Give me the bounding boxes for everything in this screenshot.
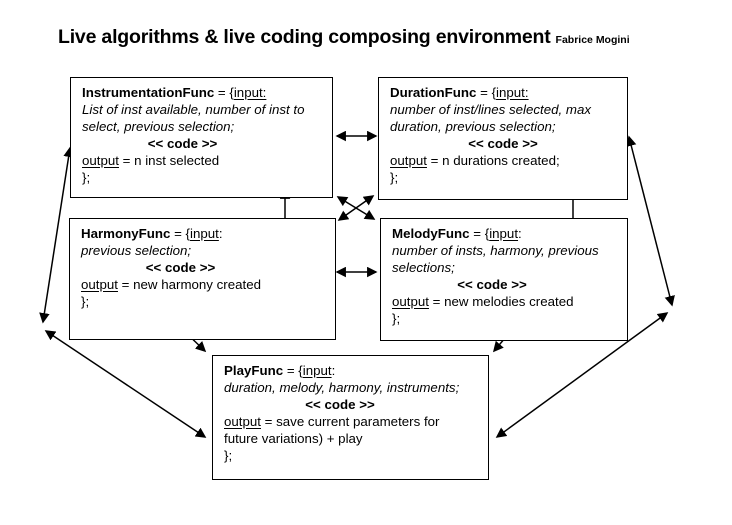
function-close-brace: }; [390,170,399,185]
arrow-instrumentation-left-junction [39,146,74,324]
function-signature: HarmonyFunc = {input: [81,226,223,241]
function-output: output = new melodies created [392,294,574,309]
function-output: output = new harmony created [81,277,262,292]
code-placeholder: << code >> [468,136,538,151]
function-box-instrumentation: InstrumentationFunc = {input: List of in… [70,77,333,198]
arrow-left-junction-play [44,330,207,438]
function-box-duration: DurationFunc = {input: number of inst/li… [378,77,628,200]
function-close-brace: }; [224,448,233,463]
function-close-brace: }; [82,170,91,185]
function-box-play: PlayFunc = {input: duration, melody, har… [212,355,489,480]
code-placeholder: << code >> [305,397,375,412]
arrow-duration-harmony [337,195,375,221]
function-params: List of inst available, number of inst t… [82,102,305,134]
function-signature: DurationFunc = {input: [390,85,529,100]
function-box-harmony: HarmonyFunc = {input: previous selection… [69,218,336,340]
arrow-instrumentation-melody [336,196,376,220]
function-close-brace: }; [81,294,90,309]
function-signature: PlayFunc = {input: [224,363,336,378]
function-output: output = save current parameters for fut… [224,414,440,446]
code-placeholder: << code >> [145,260,216,275]
function-signature: InstrumentationFunc = {input: [82,85,267,100]
function-params: duration, melody, harmony, instruments; [224,380,460,395]
function-signature: MelodyFunc = {input: [392,226,522,241]
function-box-melody: MelodyFunc = {input: number of insts, ha… [380,218,628,341]
function-params: number of insts, harmony, previous selec… [392,243,599,275]
diagram-title: Live algorithms & live coding composing … [58,26,551,48]
author-label: Fabrice Mogini [555,34,630,46]
title-bar: Live algorithms & live coding composing … [58,26,630,49]
function-params: previous selection; [81,243,192,258]
code-placeholder: << code >> [457,277,527,292]
code-placeholder: << code >> [147,136,218,151]
function-output: output = n durations created; [390,153,560,168]
function-output: output = n inst selected [82,153,220,168]
function-params: number of inst/lines selected, max durat… [390,102,592,134]
function-close-brace: }; [392,311,401,326]
arrow-duration-right-junction [626,135,675,307]
